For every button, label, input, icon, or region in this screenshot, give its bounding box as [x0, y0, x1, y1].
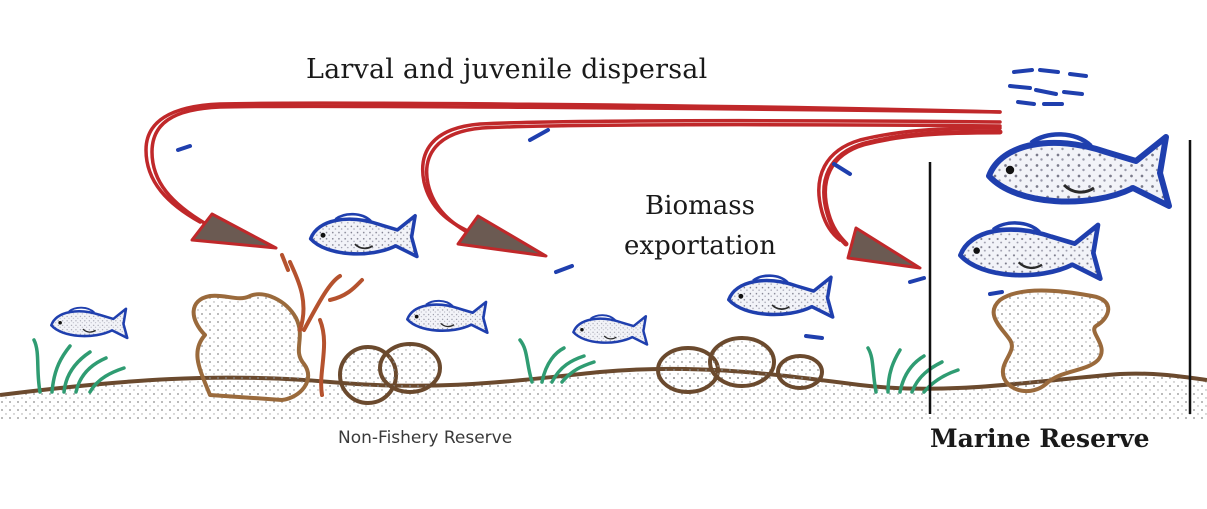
- fish: [989, 134, 1169, 206]
- fish: [729, 276, 833, 317]
- non-fishery-reserve-label: Non-Fishery Reserve: [338, 428, 512, 448]
- fish: [51, 308, 127, 338]
- dispersal-arrows: [146, 103, 1000, 244]
- fish: [311, 214, 417, 256]
- arrowheads: [192, 214, 920, 268]
- fish: [407, 301, 487, 333]
- fish: [573, 315, 647, 344]
- biomass-label-line2: exportation: [600, 226, 800, 266]
- marine-reserve-label: Marine Reserve: [930, 424, 1150, 453]
- dispersal-label: Larval and juvenile dispersal: [306, 54, 707, 85]
- coral-left: [194, 255, 362, 400]
- biomass-label-line1: Biomass: [600, 186, 800, 226]
- biomass-export-label: Biomass exportation: [600, 186, 800, 266]
- fish: [960, 223, 1100, 279]
